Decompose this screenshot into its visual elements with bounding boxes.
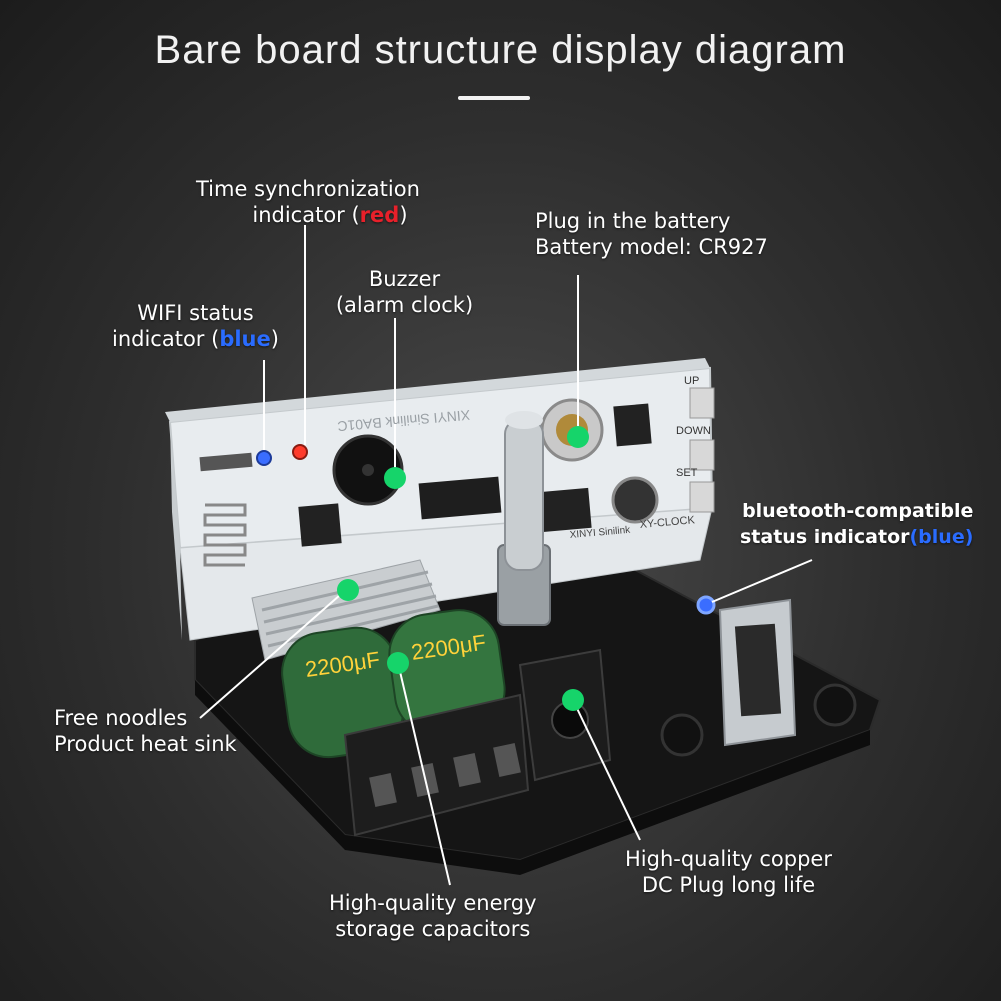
small-capacitor — [611, 476, 659, 524]
marker-heatsink — [337, 579, 359, 601]
driver-chip — [418, 476, 502, 520]
wifi-led — [256, 450, 272, 466]
marker-capacitors — [387, 652, 409, 674]
audio-jack-2 — [813, 683, 857, 727]
display-board-top — [165, 358, 710, 422]
potentiometer — [497, 411, 551, 626]
pointer-lines — [199, 225, 813, 886]
marker-buzzer — [384, 467, 406, 489]
time-sync-led — [292, 444, 308, 460]
marker-dcplug — [562, 689, 584, 711]
label-battery: Plug in the battery Battery model: CR927 — [535, 209, 768, 259]
label-heatsink: Free noodles Product heat sink — [54, 706, 237, 756]
audio-jack-1 — [660, 713, 704, 757]
label-wifi: WIFI status indicator (blue) — [112, 301, 279, 351]
side-buttons — [689, 387, 715, 513]
button-set-label: SET — [676, 467, 698, 479]
board-brand-text: XINYI Sinilink — [569, 525, 631, 541]
label-time-sync: Time synchronization indicator (red) — [196, 177, 420, 227]
button-up-label: UP — [684, 375, 699, 387]
label-capacitors: High-quality energy storage capacitors — [329, 891, 537, 941]
button-down-label: DOWN — [676, 425, 711, 437]
label-bluetooth: bluetooth-compatible status indicator(bl… — [740, 500, 974, 548]
pin-header — [199, 452, 253, 472]
marker-battery — [567, 426, 589, 448]
label-buzzer: Buzzer (alarm clock) — [335, 267, 474, 317]
mcu-chip — [298, 503, 342, 547]
label-dcplug: High-quality copper DC Plug long life — [625, 847, 832, 897]
display-board-side — [170, 422, 182, 640]
bluetooth-led — [696, 595, 716, 615]
page-title: Bare board structure display diagram — [154, 28, 847, 72]
board-model-text: XY-CLOCK — [639, 514, 696, 531]
regulator-chip — [613, 403, 652, 447]
title-underline — [458, 96, 530, 100]
chip-small — [538, 487, 592, 533]
wifi-antenna — [203, 503, 247, 567]
markers — [337, 426, 589, 711]
